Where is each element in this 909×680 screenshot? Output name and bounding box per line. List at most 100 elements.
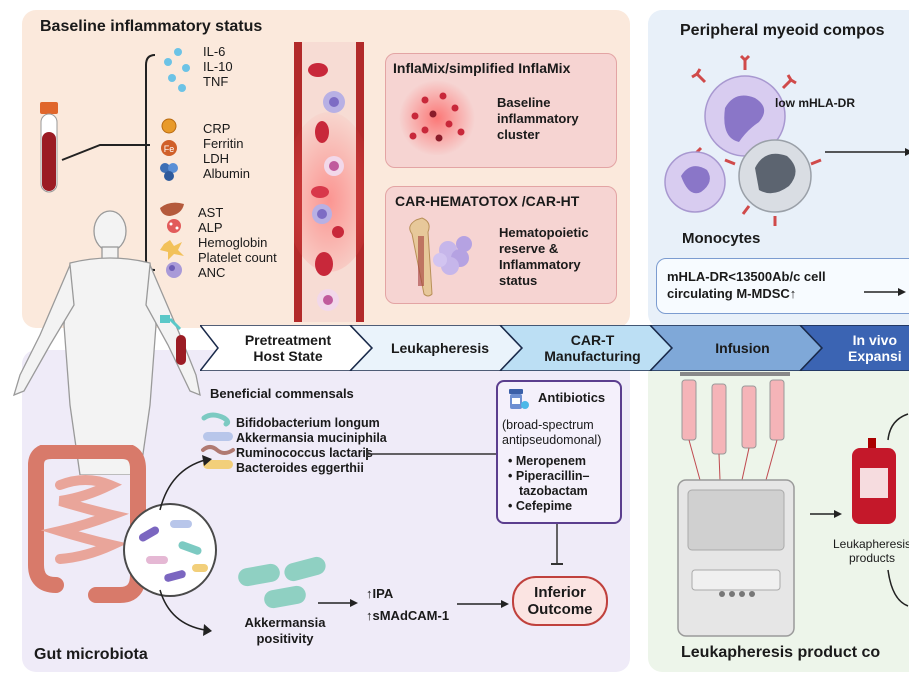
marker-item: Albumin	[203, 166, 250, 181]
human-body-icon	[12, 210, 201, 475]
bag-curve-arrows	[887, 413, 909, 607]
hematotox-desc-line: reserve &	[499, 241, 559, 256]
commensal-item: Ruminococcus lactaris	[236, 446, 373, 460]
antibiotic-list: • Meropenem • Piperacillin– tazobactam •…	[508, 454, 590, 514]
blood-count-item: Hemoglobin	[198, 235, 268, 250]
cytokine-item: TNF	[203, 74, 229, 89]
inflamix-desc-line: inflammatory	[497, 111, 579, 126]
blood-tube-icon	[40, 102, 58, 193]
akkermansia-label: Akkermansia positivity	[232, 615, 338, 647]
blood-bag-icon	[852, 438, 896, 524]
step-label: Infusion	[715, 340, 770, 356]
commensals-title: Beneficial commensals	[210, 386, 354, 401]
outcome-arrow	[457, 600, 509, 608]
step-label: Leukapheresis	[390, 340, 490, 356]
gut-arrows	[159, 455, 212, 636]
commensal-icons	[201, 412, 235, 469]
cytokine-item: IL-10	[203, 59, 233, 74]
commensal-item: Akkermansia muciniphila	[236, 431, 387, 445]
blood-count-item: Platelet count	[198, 250, 277, 265]
step-infusion: Infusion	[670, 325, 815, 371]
antibiotic-inhibition	[551, 524, 563, 565]
monocytes-illustration	[664, 54, 909, 226]
blood-count-item: ANC	[198, 265, 226, 280]
machine-to-bag-arrow	[810, 510, 842, 518]
outcome-line: Inferior	[534, 584, 586, 601]
antibiotic-item: • Meropenem	[508, 454, 587, 468]
pill-bottle-icon	[509, 389, 529, 409]
apheresis-machine-icon	[677, 372, 795, 637]
intestine-icon	[28, 445, 146, 603]
ipa-label: ↑IPA	[366, 586, 394, 601]
akkermansia-icon	[238, 556, 326, 609]
antibiotic-name: Meropenem	[515, 454, 587, 468]
threshold-box	[656, 258, 909, 314]
inflamix-desc: Baseline inflammatory cluster	[497, 95, 579, 143]
antibiotic-name: Cefepime	[515, 499, 573, 513]
inflamix-desc-line: cluster	[497, 127, 540, 142]
smadcam-label: ↑sMAdCAM-1	[366, 608, 450, 623]
antibiotic-name: tazobactam	[519, 484, 588, 498]
commensal-item: Bacteroides eggerthii	[236, 461, 364, 475]
threshold-arrow-icon	[864, 288, 906, 296]
antibiotic-item: tazobactam	[508, 484, 590, 499]
organ-cell-icons	[160, 202, 184, 278]
gut-title: Gut microbiota	[34, 646, 148, 663]
microbe-magnifier-icon	[123, 503, 217, 597]
akk-label-line: positivity	[256, 631, 314, 646]
step-label: CAR-T	[570, 332, 615, 348]
products-label-line: products	[848, 551, 896, 565]
cytokine-list: IL-6 IL-10 TNF	[203, 44, 233, 89]
hematotox-desc: Hematopoietic reserve & Inflammatory sta…	[499, 225, 589, 289]
outcome-line: Outcome	[527, 601, 593, 618]
akk-arrow	[318, 599, 358, 607]
marker-item: Ferritin	[203, 136, 244, 151]
step-label: Host State	[253, 348, 323, 364]
marker-icons: Fe	[160, 118, 178, 181]
marker-list: CRP Ferritin LDH Albumin	[203, 121, 250, 181]
hematotox-title: CAR-HEMATOTOX /CAR-HT	[395, 193, 580, 209]
step-label: Manufacturing	[544, 348, 641, 364]
commensal-item: Bifidobacterium longum	[236, 416, 380, 430]
myeloid-title: Peripheral myeoid compos	[680, 22, 885, 39]
step-label: In vivo	[852, 332, 898, 348]
antibiotics-subtitle-line: antipseudomonal)	[502, 433, 602, 447]
antibiotics-title: Antibiotics	[538, 390, 606, 405]
cytokine-item: IL-6	[203, 44, 226, 59]
antibiotic-name: Piperacillin–	[515, 469, 590, 483]
antibiotic-item: • Piperacillin–	[508, 469, 590, 483]
inhibition-arrow	[366, 448, 496, 460]
blood-count-item: ALP	[198, 220, 223, 235]
hematotox-desc-line: Inflammatory	[499, 257, 581, 272]
threshold-text: mHLA-DR<13500Ab/c cell circulating M-MDS…	[667, 268, 826, 302]
inflamix-title: InflaMix/simplified InflaMix	[393, 60, 571, 76]
iron-icon: Fe	[164, 144, 175, 154]
baseline-title: Baseline inflammatory status	[40, 18, 263, 35]
marker-item: LDH	[203, 151, 230, 166]
low-mhla-dr-label: low mHLA-DR	[775, 96, 855, 110]
commensal-list: Bifidobacterium longum Akkermansia mucin…	[236, 416, 387, 476]
inflammatory-cluster-icon	[399, 80, 475, 155]
inferior-outcome-label: Inferior Outcome	[512, 584, 608, 618]
antibiotics-subtitle-line: (broad-spectrum	[502, 418, 594, 432]
threshold-line: mHLA-DR<13500Ab/c cell	[667, 269, 826, 284]
pipeline-chevrons	[200, 325, 909, 371]
step-label: Expansi	[848, 348, 902, 364]
blood-vessel-illustration	[294, 42, 364, 322]
products-label-line: Leukapheresis	[832, 537, 909, 551]
leukapheresis-products-label: Leukapheresis products	[812, 537, 909, 565]
cytokine-dots-icon	[164, 48, 190, 92]
antibiotics-subtitle: (broad-spectrum antipseudomonal)	[502, 418, 601, 448]
hematotox-desc-line: Hematopoietic	[499, 225, 589, 240]
antibiotic-item: • Cefepime	[508, 499, 573, 513]
blood-count-list: AST ALP Hemoglobin Platelet count ANC	[198, 205, 277, 280]
step-leukapheresis: Leukapheresis	[370, 325, 510, 371]
blood-count-item: AST	[198, 205, 224, 220]
inferior-outcome-box	[512, 576, 608, 626]
akk-label-line: Akkermansia	[244, 615, 326, 630]
monocytes-label: Monocytes	[682, 230, 761, 247]
hematotox-desc-line: status	[499, 273, 538, 288]
